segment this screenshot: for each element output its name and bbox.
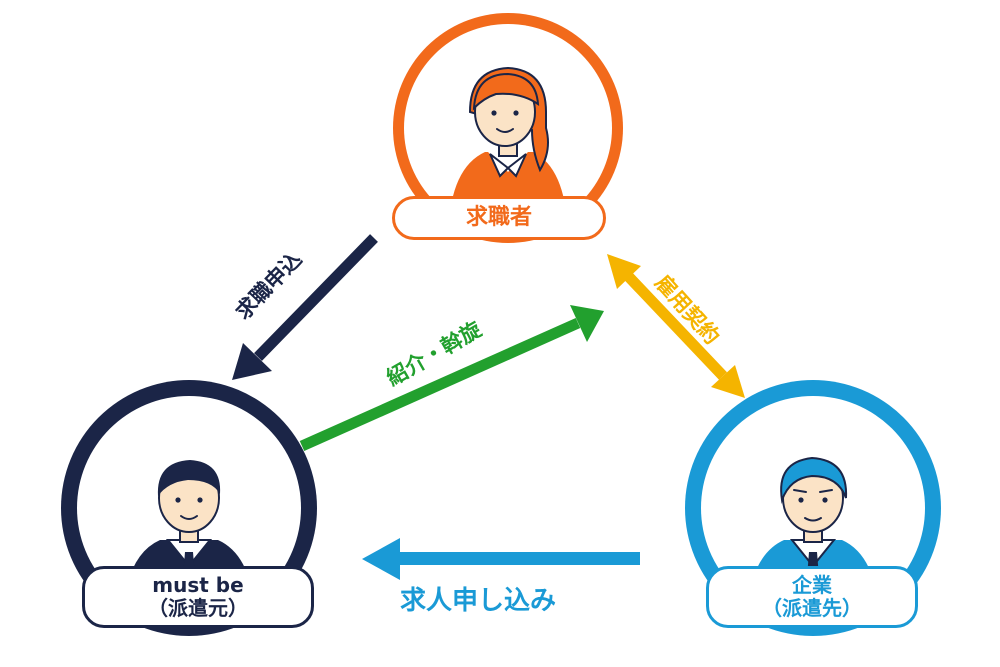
- job-application-arrow: [232, 234, 378, 380]
- company-label: 企業: [792, 573, 832, 597]
- company-label-pill: 企業 （派遣先）: [706, 566, 918, 628]
- job-request-label: 求人申し込み: [400, 586, 557, 616]
- seeker-label: 求職者: [465, 205, 532, 231]
- employment-contract-arrow: [607, 254, 745, 398]
- seeker-label-pill: 求職者: [392, 196, 606, 240]
- introduction-arrow: [299, 305, 604, 452]
- job-request-arrow: [362, 538, 640, 580]
- must-be-label-pill: must be （派遣元）: [82, 566, 314, 628]
- must-be-sublabel: （派遣元）: [148, 596, 248, 620]
- must-be-label: must be: [152, 573, 244, 597]
- company-sublabel: （派遣先）: [762, 596, 862, 620]
